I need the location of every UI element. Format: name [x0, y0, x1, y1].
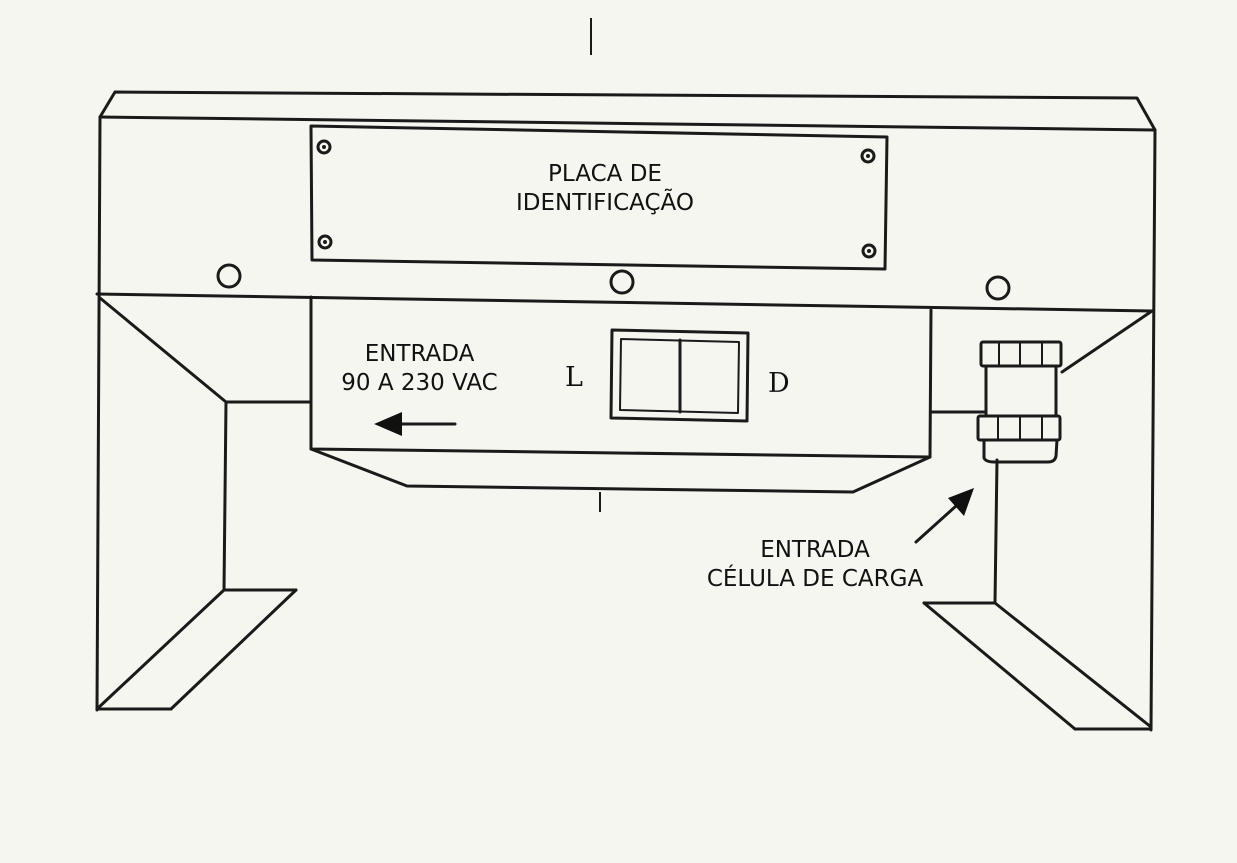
- identification-plate: [309, 124, 889, 271]
- enclosure-left-edge: [95, 115, 102, 712]
- plate-screw: [860, 148, 876, 164]
- enclosure-top-bevel: [98, 90, 1157, 132]
- identification-plate-label: PLACA DE IDENTIFICAÇÃO: [470, 160, 740, 218]
- left-bracket: [95, 296, 312, 711]
- enclosure-top-edge: [98, 115, 1157, 132]
- load-cell-input-label: ENTRADA CÉLULA DE CARGA: [670, 536, 960, 594]
- cable-gland-connector: [976, 340, 1063, 464]
- plate-screw: [317, 234, 333, 250]
- front-panel-box: [309, 295, 933, 494]
- load-cell-line1: ENTRADA: [760, 537, 870, 563]
- plate-screw: [861, 243, 877, 259]
- power-input-label: ENTRADA 90 A 230 VAC: [322, 340, 517, 398]
- power-switch: [609, 328, 750, 423]
- plate-label-line2: IDENTIFICAÇÃO: [516, 189, 694, 216]
- mounting-hole: [216, 263, 242, 289]
- plate-label-line1: PLACA DE: [548, 161, 662, 187]
- power-input-line1: ENTRADA: [364, 341, 475, 367]
- mounting-hole: [985, 275, 1011, 301]
- switch-left-label: L: [565, 362, 583, 393]
- enclosure-right-edge: [1149, 128, 1157, 732]
- load-cell-arrow: [914, 488, 974, 544]
- mounting-hole: [609, 269, 635, 295]
- switch-right-label: D: [768, 368, 790, 399]
- power-input-arrow: [374, 412, 457, 436]
- enclosure-middle-line: [95, 292, 1154, 313]
- load-cell-line2: CÉLULA DE CARGA: [706, 565, 924, 592]
- power-input-line2: 90 A 230 VAC: [341, 369, 498, 396]
- right-bracket: [922, 309, 1154, 731]
- plate-screw: [316, 139, 332, 155]
